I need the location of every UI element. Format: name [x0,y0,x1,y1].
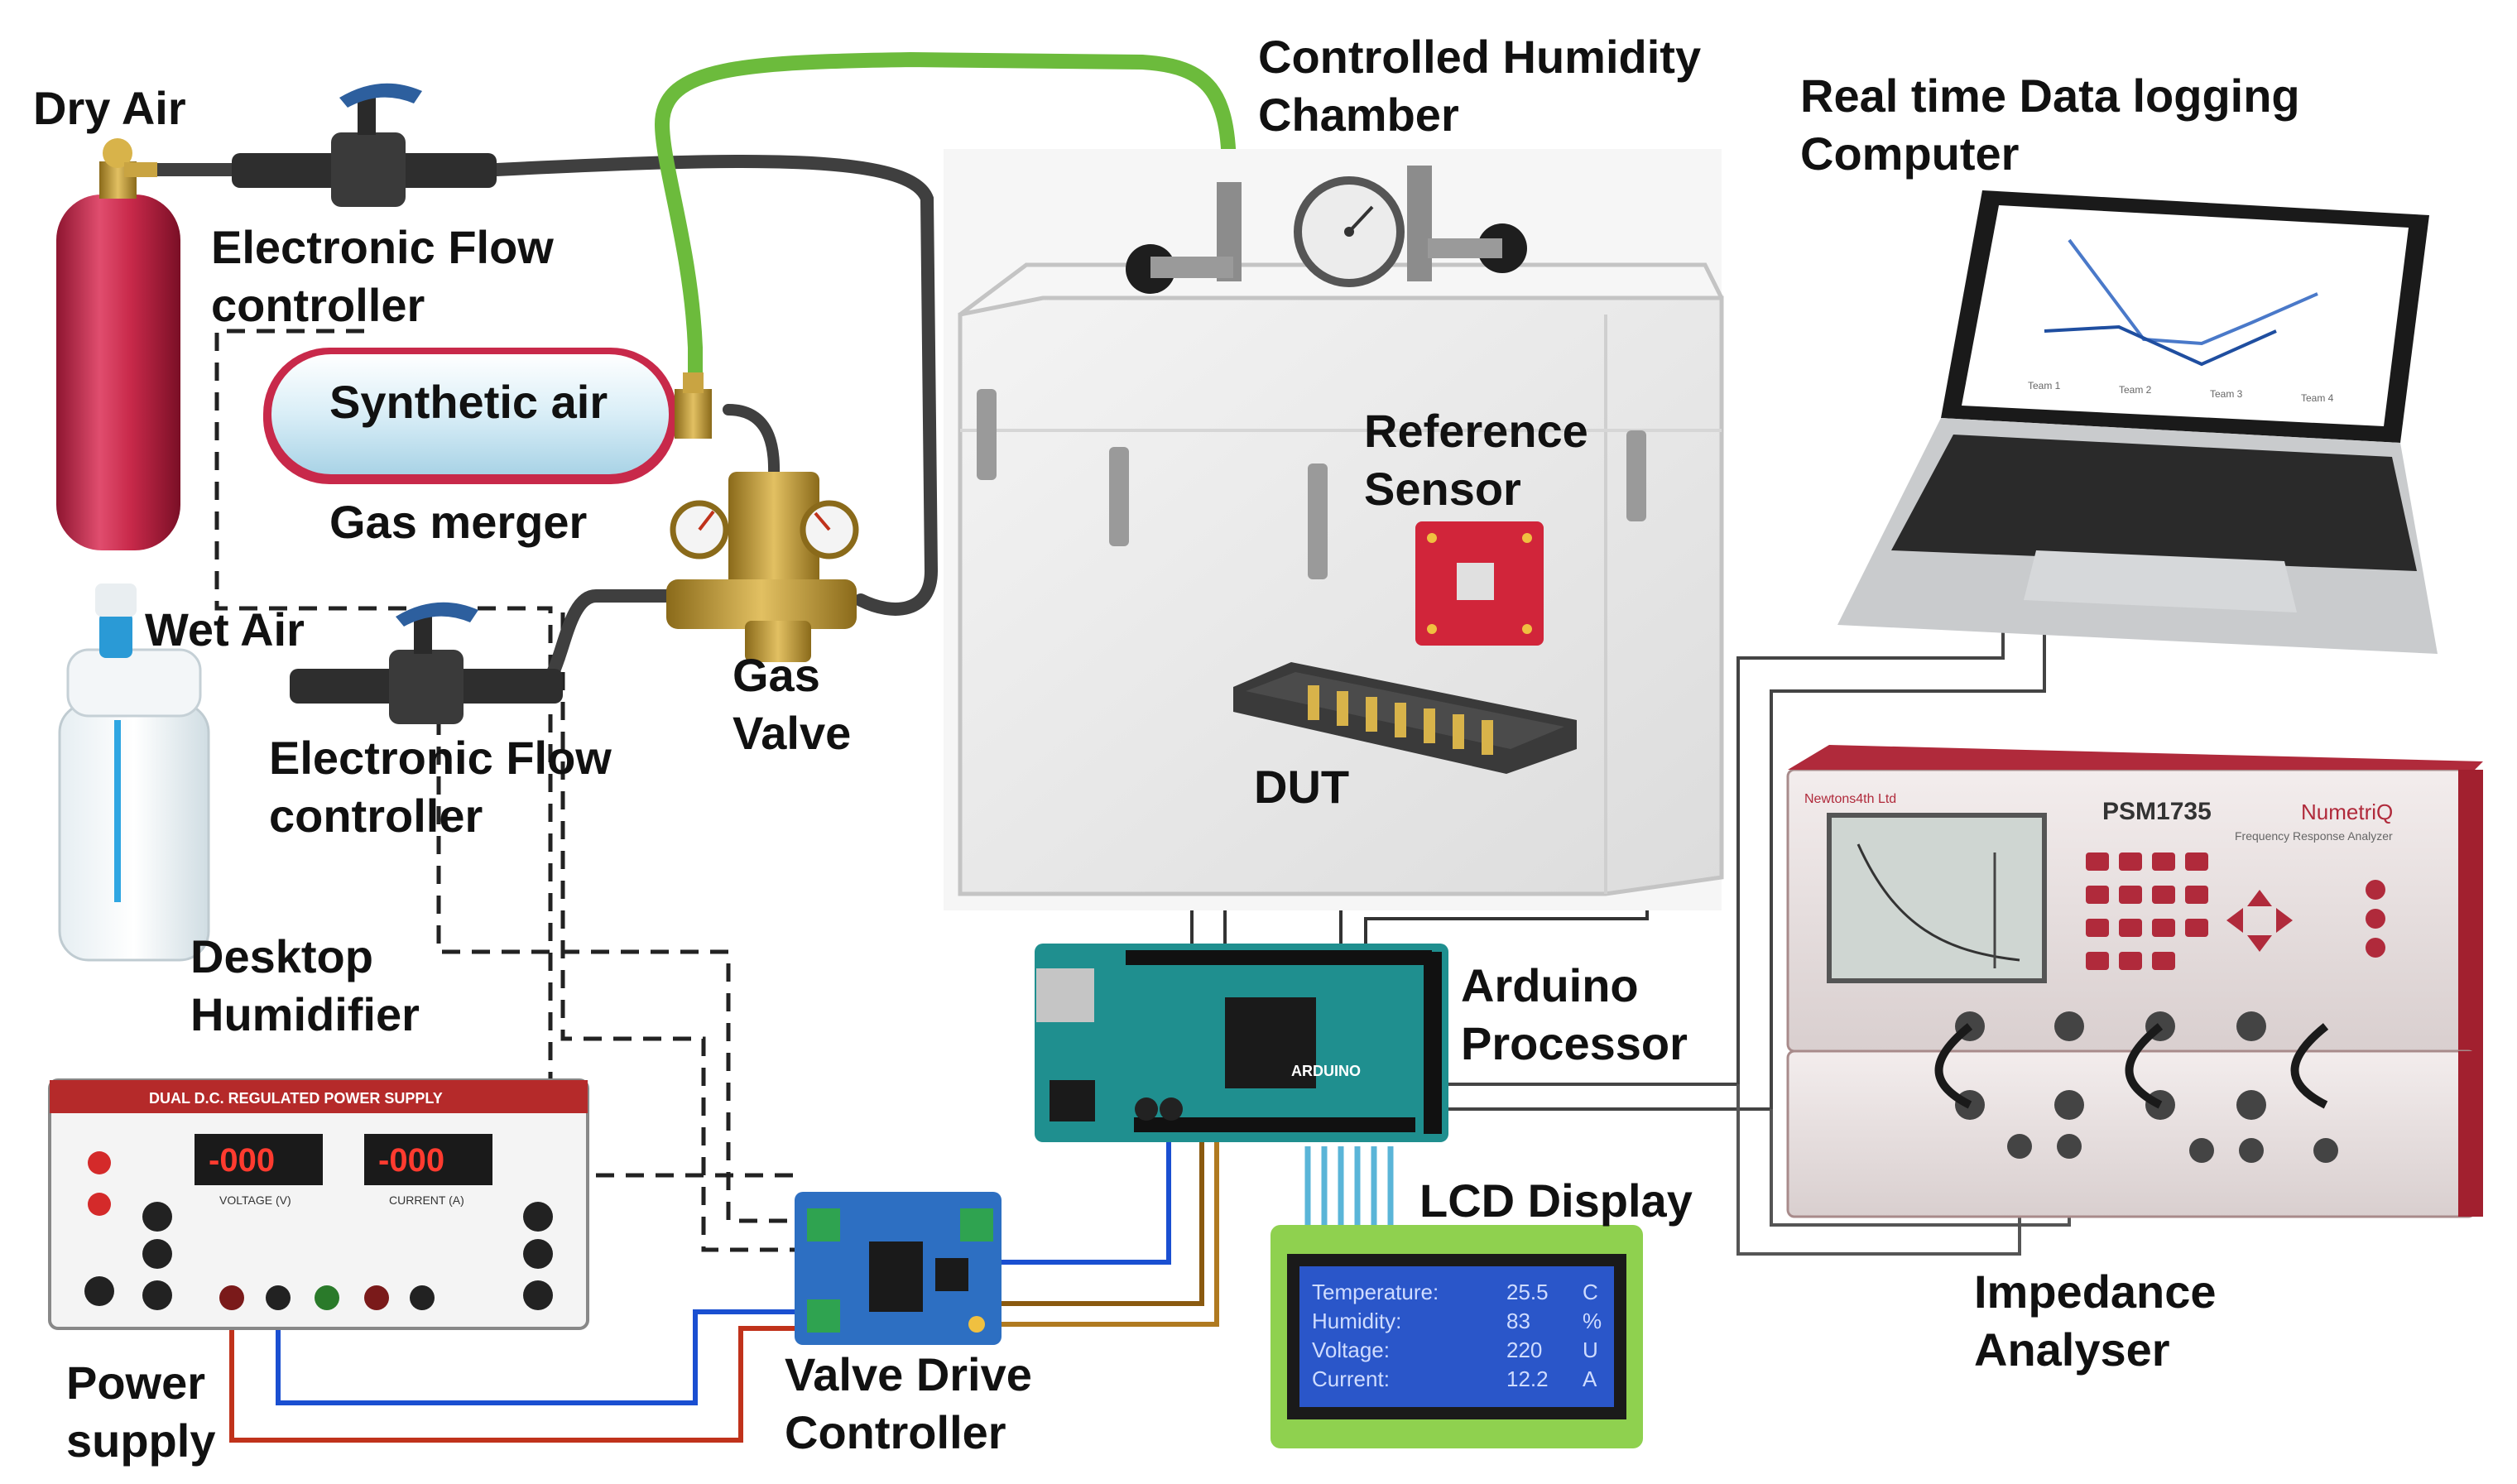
label-efc-bottom-line1: Electronic Flow [269,732,612,784]
label-gas-merger: Gas merger [329,496,587,548]
lcd-module: Temperature: 25.5 C Humidity: 83 % Volta… [1271,1225,1643,1448]
control-line-top-efc [214,329,795,1178]
label-computer-line2: Computer [1800,127,2019,180]
valve-drive-board [795,1192,1002,1345]
top-flow-controller [232,83,497,207]
lcd-row-3-name: Voltage: [1312,1338,1390,1362]
label-wet-air: Wet Air [145,603,305,656]
desktop-humidifier [58,584,210,962]
reference-sensor-board [1415,521,1544,646]
laptop-chart: Team 1 Team 2 Team 3 Team 4 [2028,238,2334,404]
label-gas-valve-line1: Gas [733,649,820,701]
label-arduino-line1: Arduino [1461,959,1639,1011]
label-lcd-display: LCD Display [1419,1174,1693,1227]
analyser-cables [1934,1023,2329,1109]
wire-brown-arduino-vdc-1 [1002,1138,1204,1306]
labels: Dry Air Electronic Flow controller Synth… [33,31,2300,1467]
laptop-x-label-4: Team 4 [2301,392,2334,404]
analyser-sub-brand: Frequency Response Analyzer [2235,829,2393,843]
synthetic-air-tank [263,348,712,484]
lcd-row-4-name: Current: [1312,1366,1390,1391]
wire-blue-power [276,1309,803,1405]
lcd-row-3-unit: U [1583,1338,1598,1362]
power-voltage-label: VOLTAGE (V) [219,1193,291,1207]
laptop-x-label-1: Team 1 [2028,380,2061,391]
power-supply-header: DUAL D.C. REGULATED POWER SUPPLY [149,1090,443,1107]
label-impedance-line2: Analyser [1974,1323,2170,1376]
lcd-row-4-unit: A [1583,1366,1597,1391]
label-gas-valve-line2: Valve [733,707,851,759]
control-line-bottom-efc [436,687,795,1223]
lcd-row-4-value: 12.2 [1506,1366,1549,1391]
label-efc-top-line2: controller [211,279,425,331]
lcd-row-3-value: 220 [1506,1338,1542,1362]
label-synthetic-air: Synthetic air [329,376,608,428]
label-impedance-line1: Impedance [1974,1265,2217,1318]
humidity-chamber [944,149,1724,910]
control-line-bottom-efc-2 [560,612,795,1252]
power-current-label: CURRENT (A) [389,1193,464,1207]
chamber-latches [977,389,1646,579]
tube-merger-valve [723,404,781,486]
power-display-left: -000 [209,1142,275,1179]
impedance-analyser: PSM1735 NumetriQ Frequency Response Anal… [1786,745,2483,1218]
wire-brown-arduino-vdc-2 [1002,1138,1219,1327]
label-dry-air: Dry Air [33,82,186,134]
label-desktop-humidifier-line2: Humidifier [190,988,420,1040]
gas-valve-regulator [666,472,859,662]
lcd-row-1-name: Temperature: [1312,1280,1439,1304]
wire-red-power [229,1314,803,1443]
label-dut: DUT [1254,761,1349,813]
label-chamber-line1: Controlled Humidity [1258,31,1701,83]
lcd-ribbon [1304,1146,1394,1225]
arduino-board-text: ARDUINO [1291,1063,1361,1079]
power-supply-unit: DUAL D.C. REGULATED POWER SUPPLY -000 -0… [48,1078,589,1330]
tube-dry-air [118,154,939,616]
analyser-model: PSM1735 [2102,798,2212,825]
label-power-supply-line1: Power [66,1357,205,1409]
lcd-row-1-unit: C [1583,1280,1598,1304]
label-efc-bottom-line2: controller [269,790,483,842]
dry-air-cylinder [56,138,180,550]
label-computer-line1: Real time Data logging [1800,70,2300,122]
arduino-board: ARDUINO [1035,944,1448,1142]
chamber-fittings [1126,166,1527,294]
label-reference-sensor-line1: Reference [1364,405,1588,457]
wire-arduino-analyser-2 [1440,629,2046,1111]
label-desktop-humidifier-line1: Desktop [190,930,373,982]
lcd-row-2-unit: % [1583,1309,1602,1333]
label-reference-sensor-line2: Sensor [1364,463,1521,515]
label-efc-top-line1: Electronic Flow [211,221,554,273]
lcd-row-1-value: 25.5 [1506,1280,1549,1304]
gas-tubing [118,51,1237,694]
tube-green-chamber [654,51,1237,396]
wire-arduino-analyser-1 [1440,629,2005,1086]
power-knobs [84,1151,553,1310]
bottom-flow-controller [290,602,563,724]
label-arduino-line2: Processor [1461,1017,1688,1069]
power-display-right: -000 [378,1142,444,1179]
analyser-keypad [2086,852,2385,970]
laptop-x-label-2: Team 2 [2119,384,2152,396]
laptop: Team 1 Team 2 Team 3 Team 4 [1837,190,2438,654]
analyser-brand: NumetriQ [2301,800,2393,824]
lcd-row-2-name: Humidity: [1312,1309,1401,1333]
label-valve-drive-line1: Valve Drive [785,1348,1032,1400]
label-valve-drive-line2: Controller [785,1406,1006,1458]
analyser-maker: Newtons4th Ltd [1804,792,1896,806]
wire-blue-arduino-vdc [1002,1138,1171,1265]
label-power-supply-line2: supply [66,1414,215,1467]
lcd-row-2-value: 83 [1506,1309,1530,1333]
label-chamber-line2: Chamber [1258,89,1459,141]
dut-device [1233,662,1577,774]
power-terminals [219,1285,435,1310]
laptop-x-label-3: Team 3 [2210,388,2243,400]
